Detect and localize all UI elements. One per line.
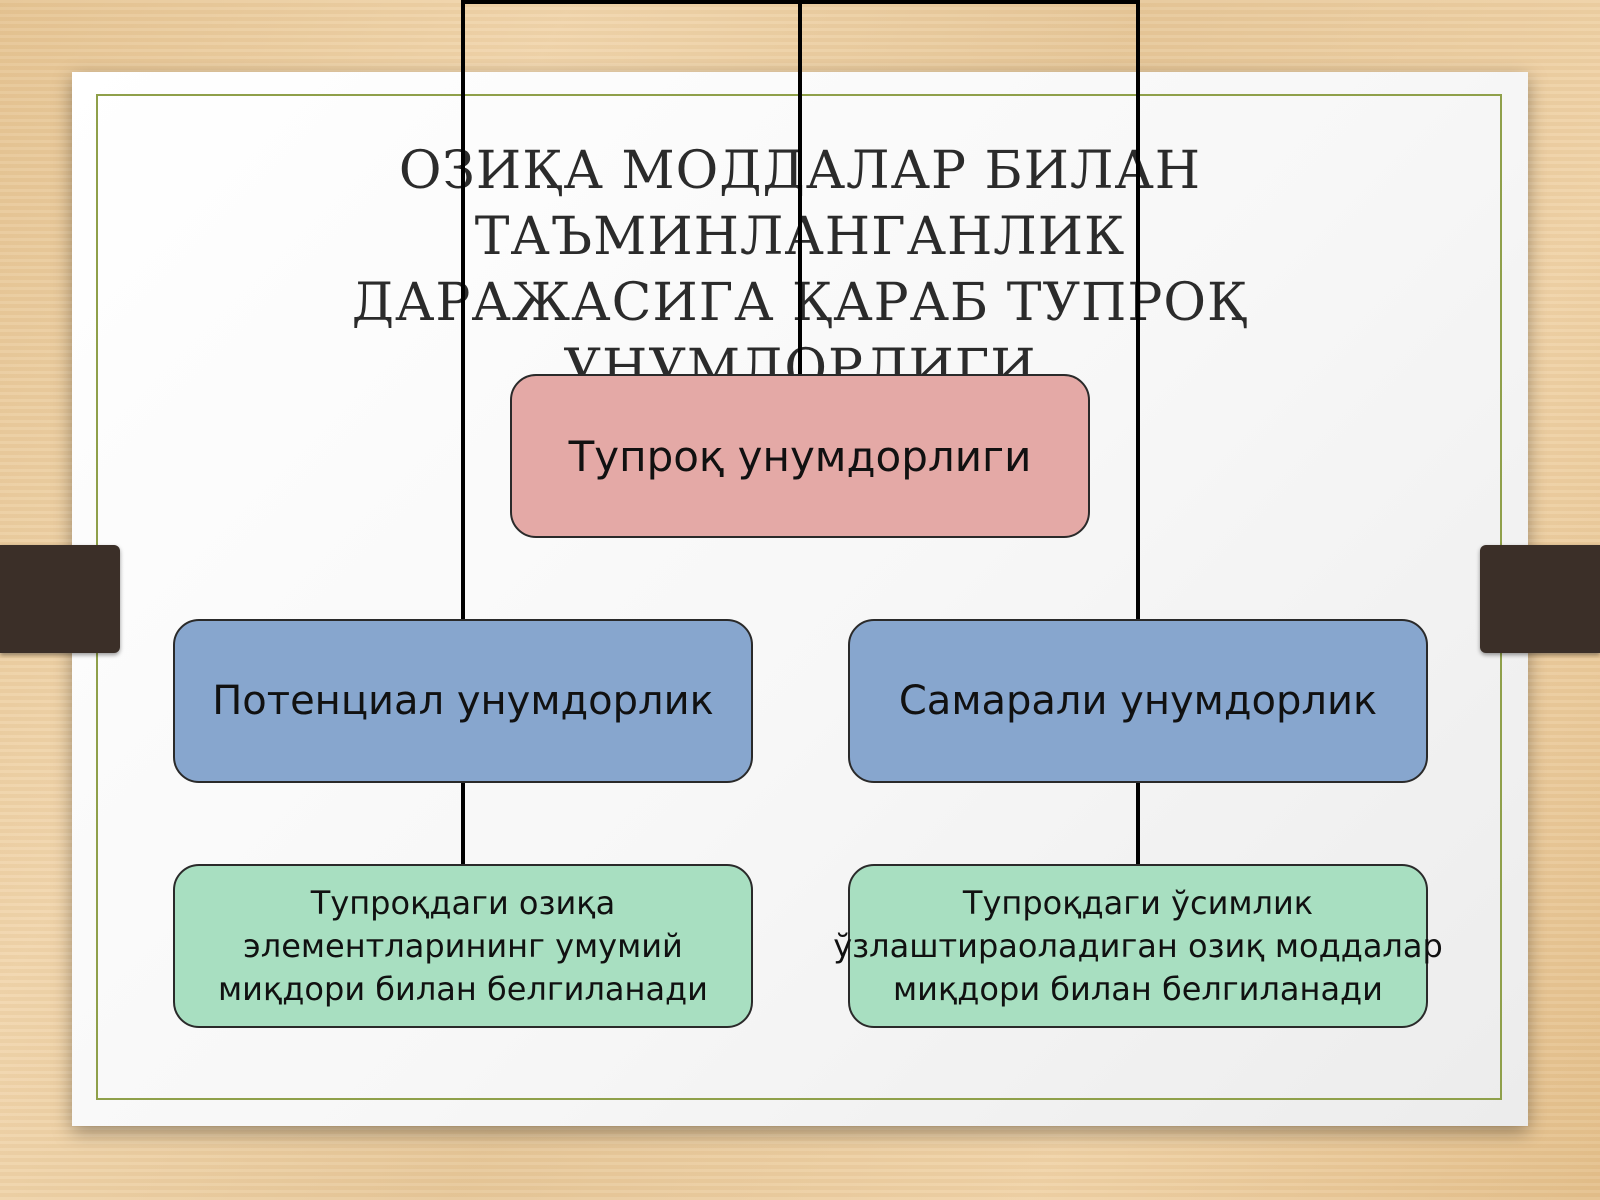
root-node-label: Тупроқ унумдорлиги bbox=[568, 431, 1032, 481]
effective-fertility-label: Самарали унумдорлик bbox=[898, 678, 1378, 724]
right-clip bbox=[1480, 545, 1600, 653]
potential-fertility-description: Тупроқдаги озиқа элементларининг умумий … bbox=[173, 864, 753, 1028]
description-line: миқдори билан белгиланади bbox=[218, 969, 708, 1008]
description-line: элементларининг умумий bbox=[243, 926, 683, 965]
root-node: Тупроқ унумдорлиги bbox=[510, 374, 1090, 538]
potential-fertility-node: Потенциал унумдорлик bbox=[173, 619, 753, 783]
description-line: миқдори билан белгиланади bbox=[893, 969, 1383, 1008]
potential-fertility-label: Потенциал унумдорлик bbox=[212, 678, 714, 724]
effective-fertility-description: Тупроқдаги ўсимлик ўзлаштираоладиган ози… bbox=[833, 864, 1443, 1028]
effective-fertility-node: Самарали унумдорлик bbox=[848, 619, 1428, 783]
description-line: ўзлаштираоладиган озиқ моддалар bbox=[833, 926, 1443, 965]
description-line: Тупроқдаги ўсимлик bbox=[962, 883, 1314, 922]
left-clip bbox=[0, 545, 120, 653]
description-line: Тупроқдаги озиқа bbox=[310, 883, 616, 922]
